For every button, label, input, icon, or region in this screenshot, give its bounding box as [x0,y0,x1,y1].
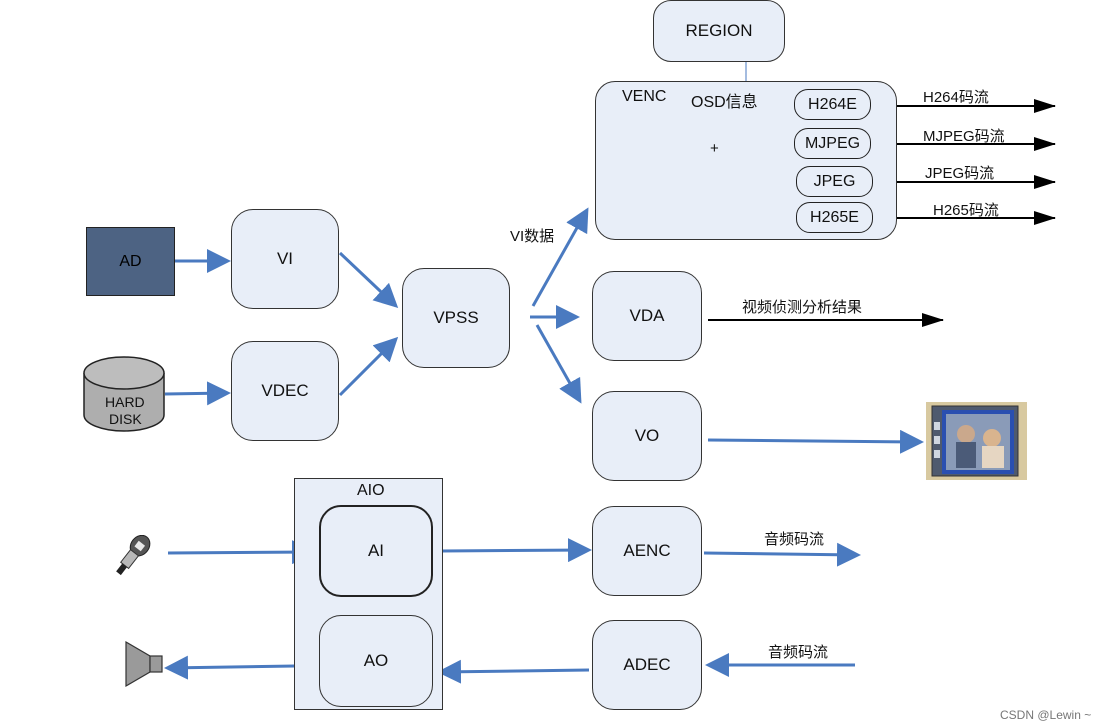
h264-stream-label: H264码流 [923,89,989,106]
arrow-adec-ao [437,659,590,684]
vdec-box: VDEC [231,341,339,441]
arrow-vpss-vo [535,324,582,404]
venc-label: VENC [622,88,667,105]
vda-result-label: 视频侦测分析结果 [742,299,863,316]
region-box: REGION [653,0,785,62]
adec-stream-label: 音频码流 [768,644,829,661]
arrow-vpss-venc [531,207,589,307]
ai-box: AI [319,505,433,597]
encoder-mjpeg-label: MJPEG [804,134,861,152]
encoder-h264e: H264E [794,89,871,120]
ao-box: AO [319,615,433,707]
adec-box: ADEC [592,620,702,710]
aenc-label: AENC [623,541,671,560]
arrow-mic-ai [167,540,316,565]
arrow-vdec-vpss [338,336,399,397]
encoder-h265e-label: H265E [810,208,859,226]
encoder-mjpeg: MJPEG [794,128,871,159]
arrow-ai-aenc [440,538,592,563]
hard-disk-icon [83,356,165,432]
arrow-vi-vpss [338,251,399,309]
plus-sign: + [710,140,719,157]
osd-info-label: OSD信息 [691,94,758,111]
watermark: CSDN @Lewin ~ [1000,708,1092,722]
vpss-label: VPSS [433,308,479,327]
arrow-disk-vdec [164,381,231,406]
monitor-icon [926,402,1027,480]
aenc-box: AENC [592,506,702,596]
vi-box: VI [231,209,339,309]
adec-label: ADEC [623,655,671,674]
ao-label: AO [363,651,389,670]
vo-label: VO [634,426,660,445]
vdec-label: VDEC [261,381,309,400]
h265-stream-label: H265码流 [933,202,999,219]
speaker-icon [125,640,163,688]
encoder-jpeg: JPEG [796,166,873,197]
vi-label: VI [276,249,294,268]
encoder-jpeg-label: JPEG [813,172,856,190]
vi-data-label: VI数据 [510,228,555,245]
mjpeg-stream-label: MJPEG码流 [923,128,1005,145]
microphone-icon [116,535,151,576]
arrow-ao-speaker [164,655,296,680]
aenc-stream-label: 音频码流 [764,531,825,548]
ai-label: AI [367,541,385,560]
encoder-h265e: H265E [796,202,873,233]
vpss-box: VPSS [402,268,510,368]
region-label: REGION [685,21,753,40]
hard-disk-label-1: HARD [105,394,145,410]
hard-disk-label-2: DISK [109,411,142,427]
encoder-h264e-label: H264E [808,95,857,113]
jpeg-stream-label: JPEG码流 [925,165,995,182]
ad-label: AD [119,252,142,270]
vda-box: VDA [592,271,702,361]
arrow-aenc-out [703,542,861,567]
aio-label: AIO [357,482,385,499]
arrow-vo-monitor [707,429,924,454]
ad-block: AD [86,227,175,296]
vo-box: VO [592,391,702,481]
vda-label: VDA [629,306,665,325]
